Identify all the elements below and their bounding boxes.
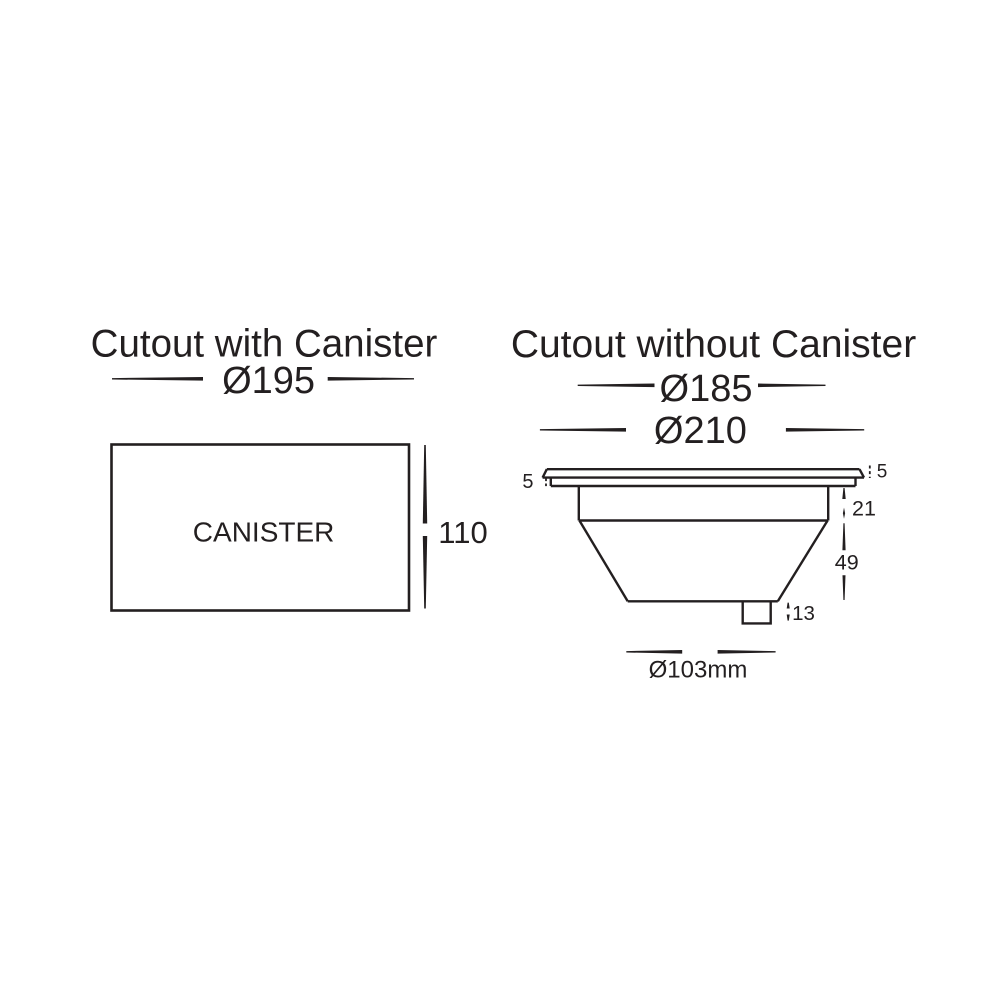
svg-text:Ø185: Ø185 — [660, 368, 753, 410]
svg-text:5: 5 — [877, 462, 888, 483]
svg-text:Ø195: Ø195 — [222, 360, 315, 402]
svg-text:Cutout without Canister: Cutout without Canister — [511, 323, 916, 366]
svg-text:5: 5 — [522, 471, 533, 493]
svg-text:Cutout with Canister: Cutout with Canister — [91, 323, 438, 366]
svg-text:49: 49 — [835, 551, 859, 575]
svg-text:110: 110 — [438, 515, 487, 550]
svg-text:CANISTER: CANISTER — [193, 517, 335, 548]
svg-text:Ø210: Ø210 — [654, 410, 747, 452]
svg-text:21: 21 — [852, 497, 876, 521]
svg-text:13: 13 — [792, 602, 815, 625]
svg-text:Ø103mm: Ø103mm — [649, 657, 748, 684]
